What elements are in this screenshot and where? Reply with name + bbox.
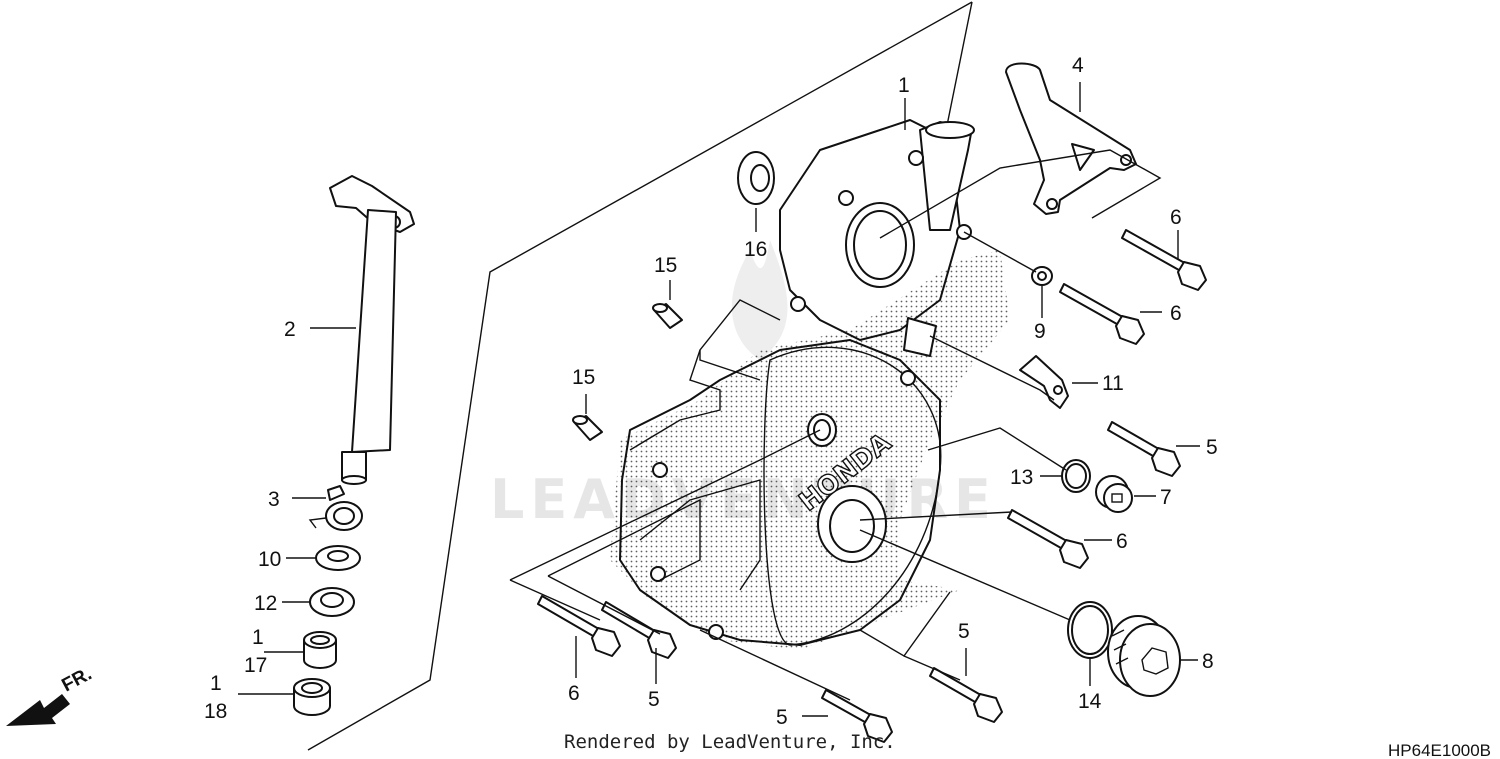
callout-15-upper: 15 (654, 254, 677, 277)
bolt-5-right (1107, 421, 1181, 477)
right-crankcase-cover (610, 119, 1010, 650)
bolt-5-bottom-center (821, 689, 893, 743)
callout-5-bottom-left: 5 (648, 688, 660, 711)
leader-lines (238, 82, 1200, 717)
plug-cap-8 (1107, 615, 1181, 697)
callout-3: 3 (268, 488, 280, 511)
oil-seal-16 (737, 151, 775, 205)
bolt-6-top (1121, 229, 1207, 291)
bolt-6-middle (1059, 283, 1145, 345)
return-spring (308, 485, 363, 531)
washer-10 (315, 545, 361, 571)
callout-11: 11 (1102, 372, 1124, 395)
clip-11 (1019, 355, 1069, 409)
o-ring-13 (1061, 459, 1091, 493)
needle-bearing-18 (293, 678, 331, 716)
callout-18: 18 (204, 700, 227, 723)
callout-1-cover: 1 (898, 74, 910, 97)
oil-seal-12 (309, 587, 355, 617)
callout-9: 9 (1034, 320, 1046, 343)
diagram-code: HP64E1000B (1388, 741, 1491, 759)
washer-9 (1031, 266, 1053, 286)
needle-bearing-17 (303, 631, 337, 669)
shift-spindle (329, 175, 415, 485)
callout-16: 16 (744, 238, 767, 261)
front-direction-arrow-icon (6, 694, 70, 726)
dowel-pin-lower (572, 415, 603, 441)
callout-5-bottom-right: 5 (958, 620, 970, 643)
bolt-5-bottom-right (929, 667, 1003, 723)
callout-13: 13 (1010, 466, 1033, 489)
front-direction-label: FR. (58, 664, 95, 697)
render-credit: Rendered by LeadVenture, Inc. (564, 731, 896, 753)
callout-2: 2 (284, 318, 296, 341)
watermark-flame-icon (731, 240, 788, 360)
bracket-4 (1005, 62, 1137, 215)
callout-14: 14 (1078, 690, 1102, 713)
callout-8: 8 (1202, 650, 1214, 673)
callout-4: 4 (1072, 54, 1084, 77)
callout-5-right: 5 (1206, 436, 1218, 459)
bolt-6-right-low (1007, 509, 1089, 569)
callout-10: 10 (258, 548, 281, 571)
bolt-6-bottom-left (537, 595, 621, 657)
callout-6-top: 6 (1170, 206, 1182, 229)
callout-1-bearing-18: 1 (210, 672, 222, 695)
cap-7 (1095, 475, 1133, 513)
callout-7: 7 (1160, 486, 1172, 509)
callout-6-middle: 6 (1170, 302, 1182, 325)
assembly-lines (509, 149, 1162, 701)
o-ring-14 (1067, 601, 1113, 659)
callout-1-bearing-17: 1 (252, 626, 264, 649)
dowel-pin-upper (652, 303, 683, 329)
callout-12: 12 (254, 592, 277, 615)
callout-5-bottom-center: 5 (776, 706, 788, 729)
callout-6-bottom-left: 6 (568, 682, 580, 705)
callout-17: 17 (244, 654, 267, 677)
callout-15-lower: 15 (572, 366, 595, 389)
callout-6-right-low: 6 (1116, 530, 1128, 553)
